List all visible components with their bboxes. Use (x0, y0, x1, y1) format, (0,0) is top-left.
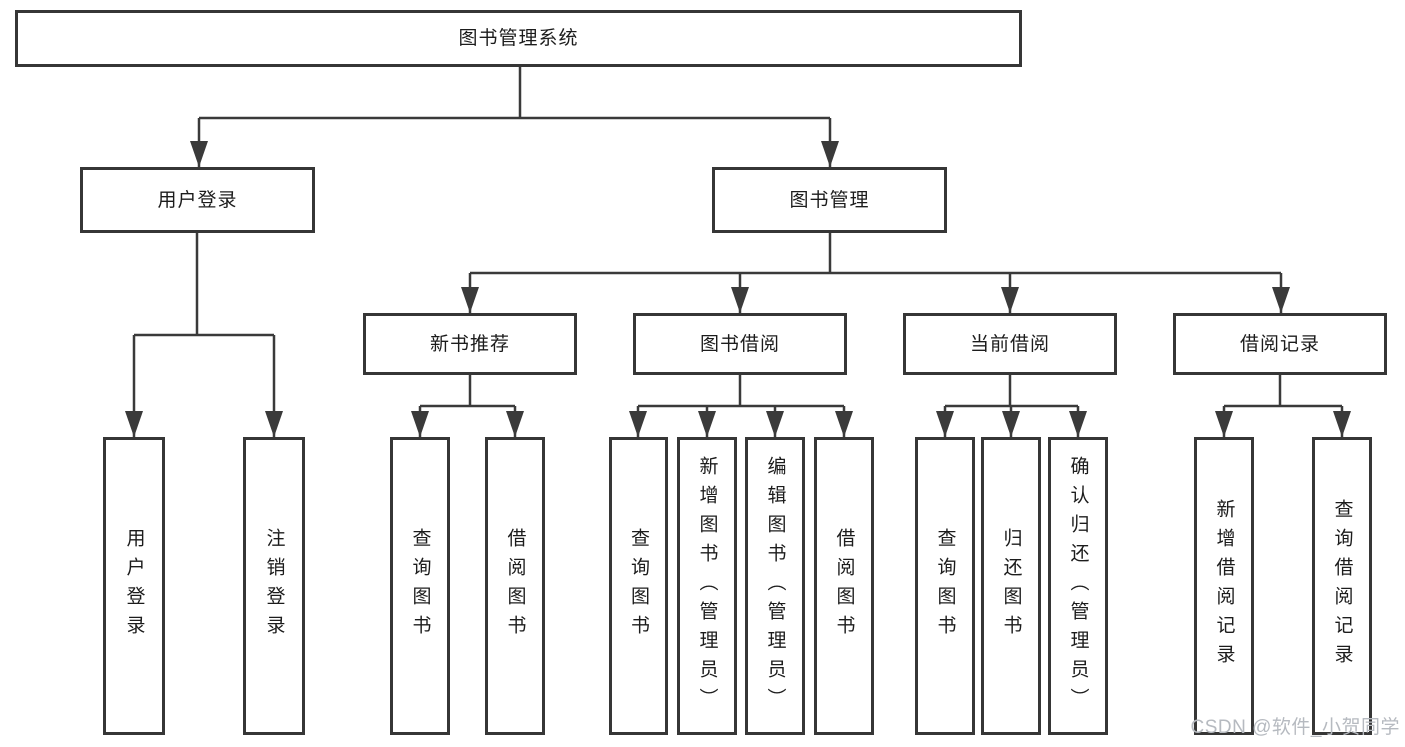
leaf-logout: 注销登录 (243, 437, 305, 735)
leaf-borrow-books-recommend: 借阅图书 (485, 437, 545, 735)
node-new-book-recommend: 新书推荐 (363, 313, 577, 375)
leaf-return-book: 归还图书 (981, 437, 1041, 735)
leaf-confirm-return-admin: 确认归还（管理员） (1048, 437, 1108, 735)
leaf-query-books-recommend: 查询图书 (390, 437, 450, 735)
node-borrowing-records: 借阅记录 (1173, 313, 1387, 375)
node-book-management: 图书管理 (712, 167, 947, 233)
node-user-login: 用户登录 (80, 167, 315, 233)
leaf-query-books-borrowing: 查询图书 (609, 437, 668, 735)
node-root: 图书管理系统 (15, 10, 1022, 67)
leaf-query-books-current: 查询图书 (915, 437, 975, 735)
leaf-user-login: 用户登录 (103, 437, 165, 735)
leaf-query-borrow-record: 查询借阅记录 (1312, 437, 1372, 735)
leaf-edit-book-admin: 编辑图书（管理员） (745, 437, 805, 735)
leaf-add-borrow-record: 新增借阅记录 (1194, 437, 1254, 735)
node-current-borrowing: 当前借阅 (903, 313, 1117, 375)
leaf-add-book-admin: 新增图书（管理员） (677, 437, 737, 735)
leaf-borrow-books: 借阅图书 (814, 437, 874, 735)
csdn-watermark: CSDN @软件_小贺同学 (1190, 717, 1400, 738)
node-book-borrowing: 图书借阅 (633, 313, 847, 375)
